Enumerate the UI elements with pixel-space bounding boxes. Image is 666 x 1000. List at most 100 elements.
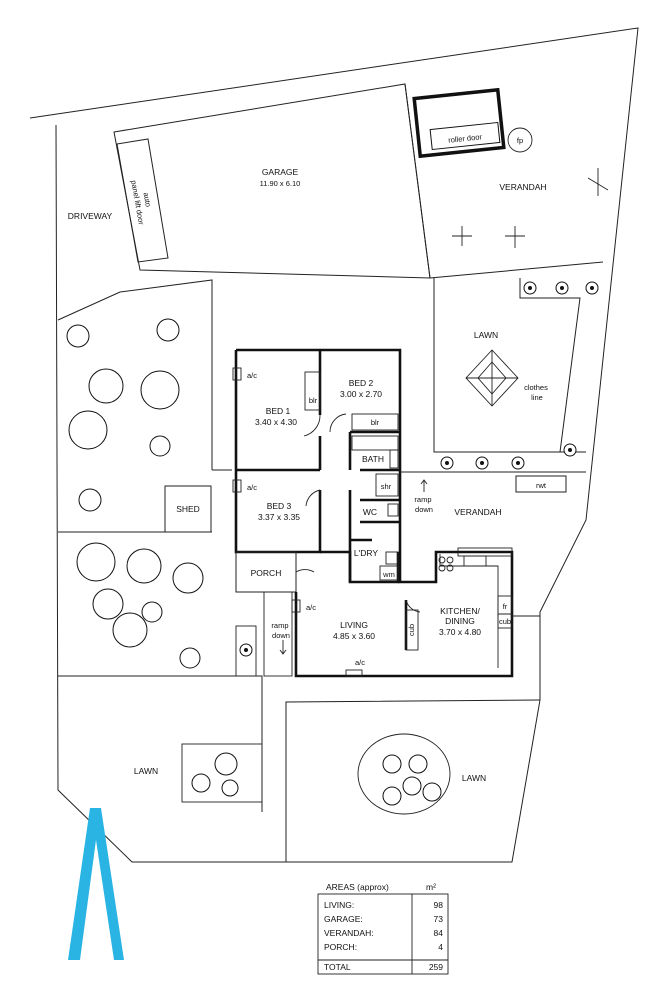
ramp-bottom-outline [263,591,293,677]
kitchen-label-2: DINING [445,616,475,626]
areas-row-label: GARAGE: [324,914,363,924]
toilet [387,503,399,517]
areas-row-label: PORCH: [324,942,357,952]
areas-row-label: VERANDAH: [324,928,374,938]
bed2-robe-label: blr [371,418,380,427]
lawn-bottom-right-label: LAWN [462,773,486,783]
house-outer-wall [236,348,402,432]
living-cupboard-label: cub [407,624,416,636]
bed2-robe [351,413,399,431]
verandah-mid-label: VERANDAH [454,507,501,517]
lawn-bottom-left-label: LAWN [134,766,158,776]
kitchen-size: 3.70 x 4.80 [439,627,481,637]
ac-unit-living-bottom [345,669,363,677]
shrub-row-mid [440,443,577,470]
wc-label: WC [363,507,377,517]
bed1-size: 3.40 x 4.30 [255,417,297,427]
bed1-robe-label: blr [309,396,318,405]
fp-label: fp [517,136,523,145]
areas-row-label: LIVING: [324,900,354,910]
bed1-label: BED 1 [266,406,291,416]
shrub-row-top [523,281,599,295]
living-cupboard [405,609,419,651]
porch-label: PORCH [251,568,282,578]
areas-unit: m² [426,882,436,892]
bath-label: BATH [362,454,384,464]
driveway-edge [57,279,213,470]
driveway-label: DRIVEWAY [68,211,113,221]
rwt-box [515,475,567,493]
roller-door-label: roller door [448,132,483,145]
bed2-door [329,413,347,433]
wm-label: wm [382,570,395,579]
porch-door [295,569,315,573]
property-boundary [29,27,639,863]
plant-cross-icon [452,168,609,248]
tree-cluster-bottom-right [382,754,442,806]
fridge-label: fr [503,602,508,611]
areas-total-label: TOTAL [324,962,351,972]
kitchen-label-1: KITCHEN/ [440,606,480,616]
ramp-bottom-label: ramp down [271,621,290,640]
kitchen-cupboard-label: cub [499,617,511,626]
auto-door-panel [116,138,169,263]
bed3-label: BED 3 [267,501,292,511]
ramp-arrow-bottom-head [279,649,287,655]
living-label: LIVING [340,620,368,630]
garage-label: GARAGE [262,167,299,177]
ldry-label: L'DRY [354,548,378,558]
garden-bed-left [181,743,263,803]
ac-label-bed3: a/c [247,483,257,492]
areas-row-value: 4 [438,942,443,952]
fp-circle [507,127,533,153]
auto-door-label: auto panel lift door [129,178,156,226]
tree-cluster-left-top [66,318,180,512]
lawn-bottom-right-outline [285,699,541,862]
verandah-top-label: VERANDAH [499,182,546,192]
ac-label-living-bottom: a/c [355,658,365,667]
kitchen-door [405,599,421,613]
lawn-right-inner [519,278,581,453]
areas-table: AREAS (approx) m² LIVING: 98 GARAGE: 73 … [317,882,449,975]
ac-label-bed1: a/c [247,371,257,380]
lawn-right-outline [433,278,586,453]
shed-label: SHED [176,504,200,514]
areas-row-value: 98 [434,900,444,910]
verandah-top-bottom-edge [429,261,604,279]
bed2-size: 3.00 x 2.70 [340,389,382,399]
vanity [389,449,399,469]
lawn-right-label: LAWN [474,330,498,340]
areas-row-value: 73 [434,914,444,924]
clothes-line-icon [465,349,519,407]
areas-title: AREAS (approx) [326,882,389,892]
shower-label: shr [381,482,392,491]
living-size: 4.85 x 3.60 [333,631,375,641]
bed3-size: 3.37 x 3.35 [258,512,300,522]
rwt-label: rwt [536,481,547,490]
kitchen-cupboard [497,613,513,629]
garden-bed-right [357,733,451,815]
bed1-door [303,414,321,437]
trough [385,551,399,565]
garage-size: 11.90 x 6.10 [260,179,301,188]
bed1-robe [304,371,321,411]
tree-cluster-bottom-left [191,752,239,797]
ac-label-living: a/c [306,603,316,612]
tree-cluster-left-bottom [76,542,204,669]
north-arrow-icon [68,808,124,960]
bathtub [351,435,399,451]
shower [375,473,399,497]
areas-row-value: 84 [434,928,444,938]
washing-machine [379,565,399,581]
bed3-door [305,489,321,507]
areas-table-frame [317,893,449,975]
sink [463,555,487,567]
bed2-label: BED 2 [349,378,374,388]
roller-door-box [429,121,501,151]
areas-total-value: 259 [429,962,443,972]
ac-unit-bed1 [232,367,242,381]
shed-outline [164,485,212,533]
clothes-line-label: clothes line [524,383,550,402]
ac-unit-bed3 [232,479,242,493]
